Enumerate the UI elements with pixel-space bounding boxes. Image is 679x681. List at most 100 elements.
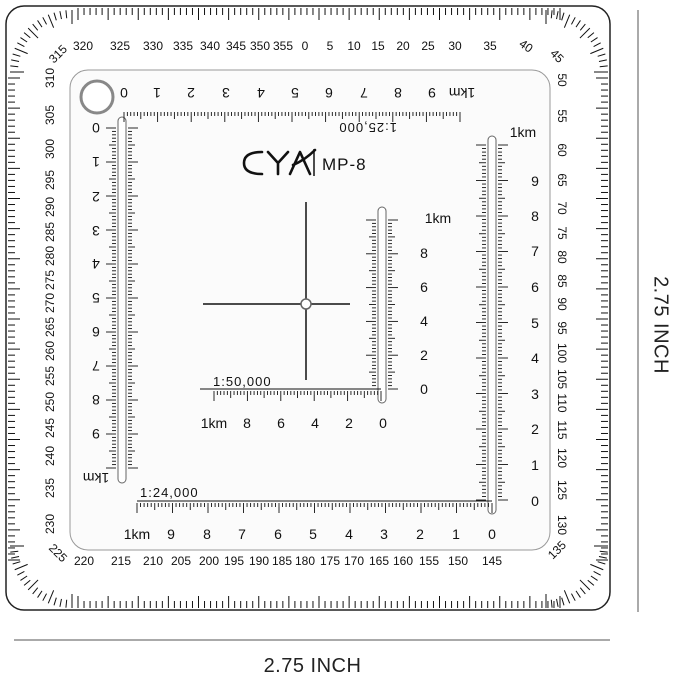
degree-label: 130 bbox=[555, 515, 569, 535]
degree-label: 310 bbox=[43, 68, 57, 88]
scale-label: 6 bbox=[92, 324, 100, 340]
degree-tick bbox=[590, 563, 604, 571]
scale-label: 8 bbox=[394, 85, 402, 101]
degree-label: 155 bbox=[419, 554, 439, 568]
degree-tick bbox=[590, 47, 604, 55]
degree-label: 95 bbox=[555, 321, 569, 335]
degree-tick bbox=[27, 579, 39, 591]
degree-label: 115 bbox=[555, 420, 569, 439]
model-label: MP-8 bbox=[322, 155, 367, 174]
degree-tick bbox=[598, 556, 607, 559]
degree-label: 85 bbox=[555, 274, 569, 288]
degree-tick bbox=[20, 37, 28, 43]
degree-tick bbox=[17, 571, 25, 576]
degree-tick bbox=[587, 579, 595, 586]
degree-tick bbox=[579, 579, 591, 591]
degree-tick bbox=[556, 598, 559, 607]
degree-label: 340 bbox=[200, 39, 220, 53]
degree-label: 330 bbox=[143, 39, 163, 53]
degree-label: 175 bbox=[320, 554, 340, 568]
scale-label: 0 bbox=[92, 120, 100, 136]
degree-label: 55 bbox=[555, 109, 569, 123]
scale-label: 6 bbox=[277, 415, 285, 431]
degree-label: 60 bbox=[555, 143, 569, 157]
degree-tick bbox=[563, 14, 571, 28]
degree-label: 295 bbox=[43, 170, 57, 190]
degree-label: 80 bbox=[555, 250, 569, 264]
scale-label: 1 bbox=[153, 85, 161, 101]
dimension-lines bbox=[14, 10, 639, 641]
degree-label: 90 bbox=[555, 297, 569, 311]
degree-label: 35 bbox=[483, 39, 497, 53]
degree-label: 250 bbox=[43, 392, 57, 412]
slot-left bbox=[117, 116, 127, 484]
scale-ticks bbox=[106, 112, 508, 513]
scale-label: 2 bbox=[345, 415, 353, 431]
degree-tick bbox=[53, 597, 57, 606]
degree-tick bbox=[599, 65, 608, 68]
scale-label: 7 bbox=[92, 358, 100, 374]
degree-tick bbox=[42, 17, 47, 25]
degree-label: 150 bbox=[448, 554, 468, 568]
degree-tick bbox=[12, 561, 21, 565]
degree-tick bbox=[563, 590, 571, 604]
degree-tick bbox=[17, 42, 25, 47]
scale-label: 4 bbox=[531, 350, 539, 366]
scale-label: 4 bbox=[92, 256, 100, 272]
scale-label: 3 bbox=[531, 386, 539, 402]
scale-label: 5 bbox=[291, 85, 299, 101]
scale-label: 0 bbox=[379, 415, 387, 431]
degree-tick bbox=[561, 12, 565, 21]
scale-label: 9 bbox=[531, 173, 539, 189]
degree-label: 305 bbox=[43, 105, 57, 125]
scale-label: 9 bbox=[92, 426, 100, 442]
degree-label: 205 bbox=[171, 554, 191, 568]
degree-label: 350 bbox=[250, 39, 270, 53]
scale-label: 7 bbox=[360, 85, 368, 101]
scale-label: 3 bbox=[92, 223, 100, 239]
degree-tick bbox=[23, 32, 31, 39]
degree-label: 65 bbox=[555, 173, 569, 187]
degree-tick bbox=[556, 11, 559, 20]
degree-label: 110 bbox=[555, 393, 569, 412]
ratio-top: 1:25,000 bbox=[338, 120, 397, 135]
degree-label: 105 bbox=[555, 369, 569, 389]
scale-label: 3 bbox=[380, 526, 388, 542]
degree-label: 165 bbox=[369, 554, 389, 568]
scale-label: 1km bbox=[510, 124, 536, 140]
scale-label: 8 bbox=[243, 415, 251, 431]
degree-label: 260 bbox=[43, 341, 57, 361]
slot-right bbox=[487, 135, 497, 515]
degree-label: 25 bbox=[421, 39, 435, 53]
degree-tick bbox=[11, 556, 20, 559]
degree-tick bbox=[550, 10, 553, 19]
scale-label: 8 bbox=[531, 208, 539, 224]
degree-tick bbox=[37, 590, 43, 598]
scale-label: 1km bbox=[201, 415, 227, 431]
degree-tick bbox=[593, 42, 601, 47]
degree-label: 185 bbox=[272, 554, 292, 568]
scale-label: 4 bbox=[420, 313, 428, 329]
scale-label: 1km bbox=[124, 526, 150, 542]
degree-label: 285 bbox=[43, 222, 57, 242]
scale-label: 1 bbox=[92, 154, 100, 170]
degree-tick bbox=[32, 23, 39, 31]
degree-tick bbox=[561, 597, 565, 606]
degree-ticks bbox=[8, 8, 608, 608]
degree-tick bbox=[47, 14, 55, 28]
degree-label: 125 bbox=[555, 480, 569, 500]
degree-label: 20 bbox=[396, 39, 410, 53]
degree-label: 0 bbox=[302, 39, 309, 53]
degree-tick bbox=[10, 550, 19, 553]
center-crosshair bbox=[203, 202, 350, 380]
degree-tick bbox=[571, 17, 576, 25]
scale-label: 9 bbox=[428, 85, 436, 101]
scale-label: 4 bbox=[257, 85, 265, 101]
degree-tick bbox=[597, 561, 606, 565]
scale-label: 7 bbox=[238, 526, 246, 542]
degree-tick bbox=[12, 53, 21, 57]
degree-label: 230 bbox=[43, 514, 57, 534]
degree-label: 120 bbox=[555, 448, 569, 468]
degree-label: 300 bbox=[43, 139, 57, 159]
degree-label: 220 bbox=[74, 554, 94, 568]
